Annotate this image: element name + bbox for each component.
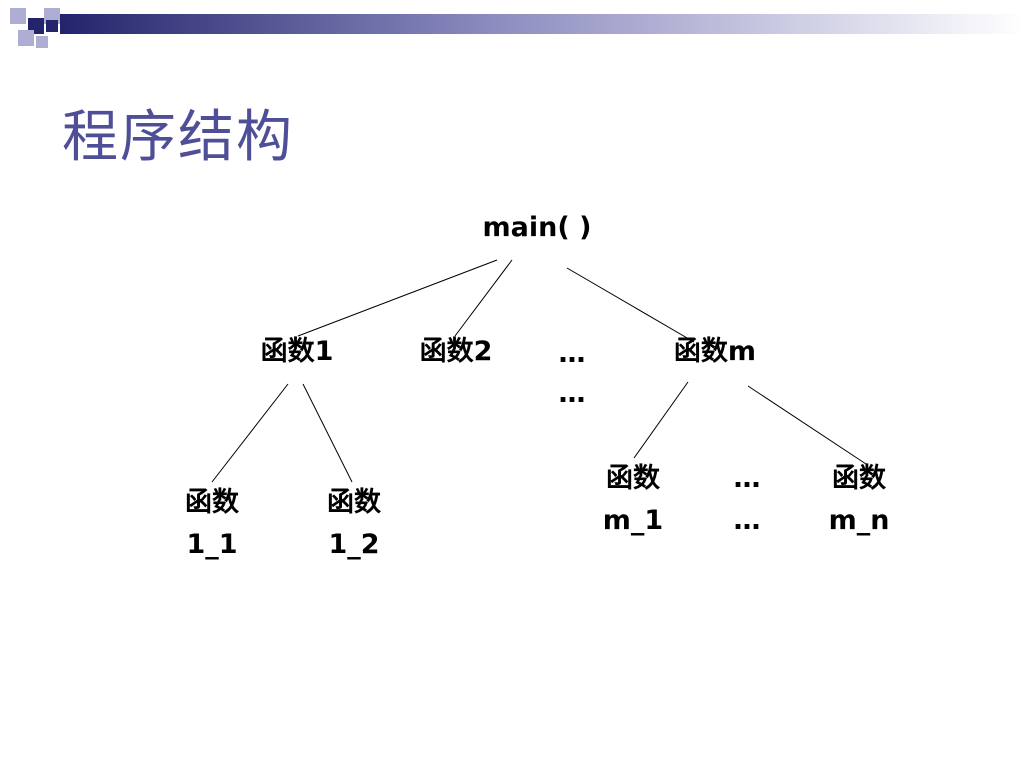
node-label: … [558,378,586,409]
edge-func1-to-func1_2 [302,383,353,483]
node-label: 1_2 [328,529,380,560]
node-label: 函数1 [260,336,334,367]
edge-func1-to-func1_1 [211,383,289,483]
node-label: … [733,463,761,494]
edge-main-to-func2 [454,259,513,337]
node-label: … [558,338,586,369]
node-func1: 函数1 [250,334,344,370]
node-ellipsis-level2: … … [722,458,772,542]
node-label: 函数m [673,336,757,367]
node-ellipsis-level1: … … [548,334,596,414]
deco-square [10,8,26,24]
node-func1_1: 函数 1_1 [168,482,256,566]
node-funcm: 函数m [660,334,770,370]
slide-title: 程序结构 [62,105,294,170]
edge-funcm-to-funcm_n [747,385,867,465]
edge-funcm-to-funcm_1 [633,381,689,459]
deco-square [46,20,58,32]
node-label: m_n [828,505,890,536]
node-label: 函数2 [419,336,493,367]
node-label: 函数 [606,463,660,494]
header-decoration [10,8,1024,48]
node-label: m_1 [602,505,664,536]
node-label: 函数 [832,463,886,494]
deco-square [18,30,34,46]
node-func2: 函数2 [406,334,506,370]
node-label: main( ) [482,212,592,243]
node-label: … [733,505,761,536]
node-label: 函数 [185,487,239,518]
edge-main-to-funcm [566,267,695,343]
node-label: 函数 [327,487,381,518]
header-gradient-bar [60,14,1024,34]
node-label: 1_1 [186,529,238,560]
node-main: main( ) [480,210,594,246]
node-func1_2: 函数 1_2 [310,482,398,566]
edge-main-to-func1 [297,259,498,337]
deco-square [36,36,48,48]
node-funcm_n: 函数 m_n [814,458,904,542]
node-funcm_1: 函数 m_1 [588,458,678,542]
